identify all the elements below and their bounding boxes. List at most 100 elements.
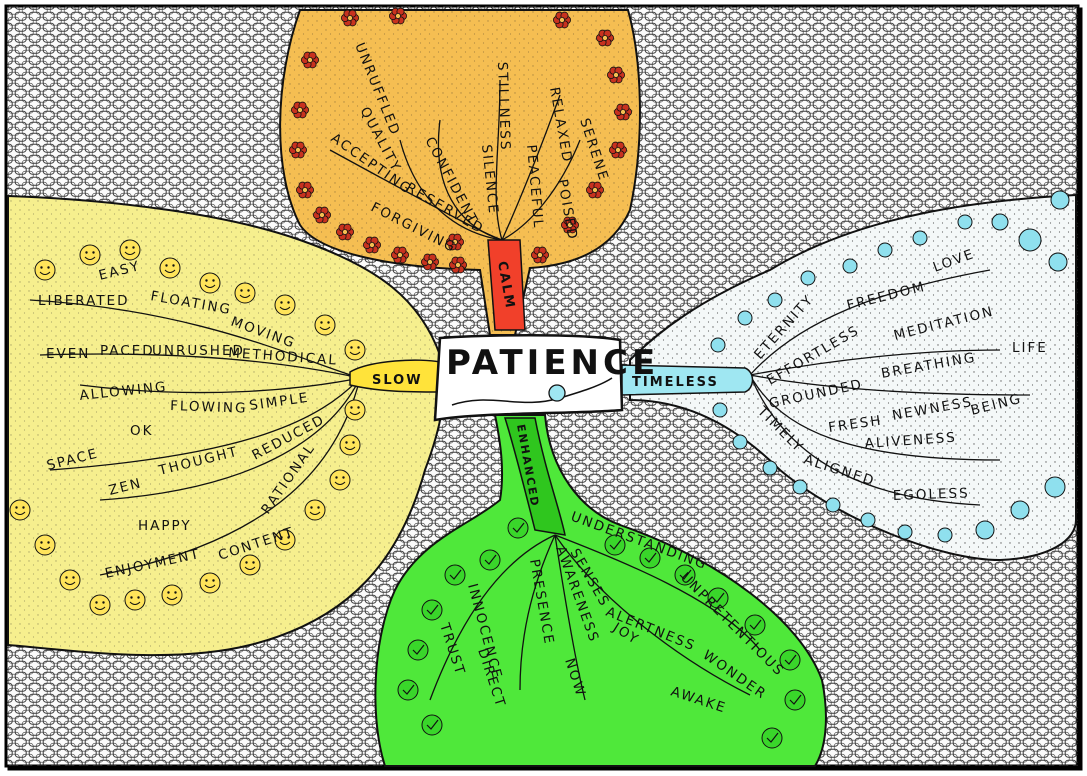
flower-icon	[335, 223, 354, 241]
timeless-word: EGOLESS	[893, 485, 970, 504]
flower-icon	[362, 236, 381, 254]
dot-icon	[860, 512, 876, 528]
flower-icon	[531, 246, 550, 264]
checkmark-icon	[779, 649, 801, 671]
flower-icon	[340, 9, 359, 27]
smiley-icon	[9, 499, 31, 521]
timeless-icons	[710, 190, 1070, 543]
slow-stipple	[8, 196, 445, 656]
flower-icon	[390, 246, 409, 264]
dot-icon	[975, 520, 995, 540]
calm-word: STILLNESS	[494, 62, 513, 152]
flower-icon	[288, 141, 307, 159]
smiley-icon	[344, 339, 366, 361]
smiley-icon	[344, 399, 366, 421]
dot-icon	[825, 497, 841, 513]
flower-icon	[596, 29, 615, 47]
timeless-word: FRESH	[827, 413, 883, 436]
checkmark-icon	[639, 547, 661, 569]
center-dot-icon	[548, 384, 566, 402]
smiley-icon	[304, 499, 326, 521]
smiley-icon	[239, 554, 261, 576]
dot-icon	[737, 310, 753, 326]
smiley-icon	[79, 244, 101, 266]
dot-icon	[877, 242, 893, 258]
calm-hub: CALM	[487, 239, 526, 331]
dot-icon	[767, 292, 783, 308]
flower-icon	[609, 141, 628, 159]
smiley-icon	[329, 469, 351, 491]
smiley-icon	[199, 572, 221, 594]
enhanced-region	[374, 414, 827, 767]
slow-word: EVEN	[46, 346, 90, 362]
dot-icon	[792, 479, 808, 495]
slow-label: SLOW	[372, 373, 423, 388]
dot-icon	[842, 258, 858, 274]
smiley-icon	[159, 257, 181, 279]
checkmark-icon	[604, 534, 626, 556]
timeless-stipple	[630, 195, 1076, 560]
slow-word: METHODICAL	[228, 345, 339, 369]
flower-icon	[607, 66, 626, 84]
timeless-region	[629, 193, 1077, 562]
smiley-icon	[314, 314, 336, 336]
smiley-icon	[161, 584, 183, 606]
timeless-label: TIMELESS	[632, 375, 719, 390]
dot-icon	[897, 524, 913, 540]
patience-box: PATIENCE	[433, 334, 655, 422]
checkmark-icon	[421, 714, 443, 736]
smiley-icon	[234, 282, 256, 304]
smiley-icon	[119, 239, 141, 261]
slow-word: PACED	[100, 343, 155, 359]
smiley-icon	[274, 294, 296, 316]
flower-icon	[614, 103, 633, 121]
dot-icon	[712, 402, 728, 418]
smiley-icon	[339, 434, 361, 456]
calm-word: SILENCE	[478, 144, 501, 216]
checkmark-icon	[784, 689, 806, 711]
branch-lines	[29, 79, 1031, 701]
smiley-icon	[274, 529, 296, 551]
enhanced-blob	[374, 414, 827, 767]
checkmark-icon	[507, 517, 529, 539]
checkmark-icon	[397, 679, 419, 701]
dot-icon	[1048, 252, 1068, 272]
flower-icon	[295, 181, 314, 199]
slow-word: UNRUSHED	[152, 343, 245, 359]
smiley-icon	[59, 569, 81, 591]
flower-icon	[448, 256, 467, 274]
dot-icon	[1050, 190, 1070, 210]
flower-icon	[312, 206, 331, 224]
flower-icon	[586, 181, 605, 199]
slow-icons	[9, 239, 366, 616]
slow-word: FLOWING	[170, 398, 248, 417]
slow-word: HAPPY	[138, 518, 192, 534]
checkmark-icon	[761, 727, 783, 749]
calm-region	[279, 9, 641, 336]
flower-icon	[561, 216, 580, 234]
flower-icon	[290, 101, 309, 119]
checkmark-icon	[444, 564, 466, 586]
smiley-icon	[199, 272, 221, 294]
dot-icon	[957, 214, 973, 230]
slow-region	[7, 194, 446, 657]
smiley-icon	[34, 259, 56, 281]
checkmark-icon	[707, 587, 729, 609]
calm-icons	[288, 7, 633, 274]
dot-icon	[762, 460, 778, 476]
checkmark-icon	[421, 599, 443, 621]
flower-icon	[388, 7, 407, 25]
timeless-hub: TIMELESS	[621, 364, 754, 396]
dot-icon	[1010, 500, 1030, 520]
dot-icon	[1018, 228, 1042, 252]
slow-word: ZEN	[107, 475, 144, 499]
dot-icon	[991, 213, 1009, 231]
smiley-icon	[89, 594, 111, 616]
flower-icon	[420, 253, 439, 271]
timeless-word: ALIVENESS	[864, 430, 957, 452]
flower-icon	[445, 233, 464, 251]
checkmark-icon	[407, 639, 429, 661]
dot-icon	[732, 434, 748, 450]
slow-word: LIBERATED	[38, 293, 130, 309]
